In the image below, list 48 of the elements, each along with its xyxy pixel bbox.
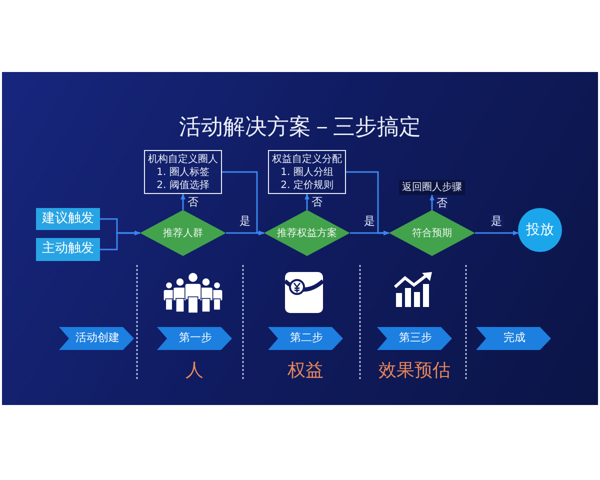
decision-label: 推荐权益方案 <box>277 226 337 240</box>
trigger-box <box>36 208 100 230</box>
edge-label: 是 <box>490 214 504 228</box>
step-label: 第三步 <box>399 331 432 346</box>
process-step <box>157 327 232 350</box>
trigger-label: 主动触发 <box>42 241 94 258</box>
decision-label: 推荐人群 <box>163 226 203 240</box>
option-box <box>268 150 346 194</box>
step-label: 活动创建 <box>76 331 120 346</box>
edge-label: 是 <box>238 214 252 228</box>
process-step <box>377 327 452 350</box>
list-item: 2. 定价规则 <box>280 178 334 192</box>
decision-label: 符合预期 <box>412 226 452 240</box>
flow-arrow <box>346 171 390 236</box>
flow-arrow <box>304 193 310 210</box>
edge-label: 是 <box>363 214 376 228</box>
process-step <box>476 327 551 350</box>
option-box <box>144 150 222 194</box>
decision-diamond <box>389 210 475 256</box>
trigger-box <box>36 238 100 261</box>
step-label: 第一步 <box>179 331 212 346</box>
box-heading: 权益自定义分配 <box>272 152 342 166</box>
list-item: 1. 圈人分组 <box>280 166 334 178</box>
flow-arrow <box>180 193 186 210</box>
flow-arrow <box>430 194 434 210</box>
flow-arrow <box>222 171 265 236</box>
process-step <box>268 327 343 350</box>
step-caption: 效果预估 <box>378 360 450 382</box>
list-item: 2. 阈值选择 <box>156 178 210 192</box>
list-item: 1. 圈人标签 <box>156 166 210 178</box>
note-label: 返回圈人步骤 <box>402 181 462 194</box>
edge-label: 否 <box>436 196 448 209</box>
note-box <box>399 180 465 195</box>
flow-arrow <box>100 230 141 250</box>
decision-diamond <box>140 210 226 256</box>
terminal-label: 投放 <box>526 220 554 240</box>
box-heading: 机构自定义圈人 <box>148 152 218 166</box>
step-caption: 权益 <box>288 360 324 382</box>
trigger-label: 建议触发 <box>42 210 94 228</box>
slide-title: 活动解决方案－三步搞定 <box>179 114 421 142</box>
step-label: 完成 <box>504 331 526 346</box>
decision-diamond <box>264 210 350 256</box>
edge-label: 否 <box>186 196 200 208</box>
step-caption: 人 <box>186 360 204 382</box>
process-step <box>59 327 134 350</box>
flow-arrow <box>475 230 519 236</box>
edge-label: 否 <box>310 196 324 208</box>
step-label: 第二步 <box>290 331 323 346</box>
